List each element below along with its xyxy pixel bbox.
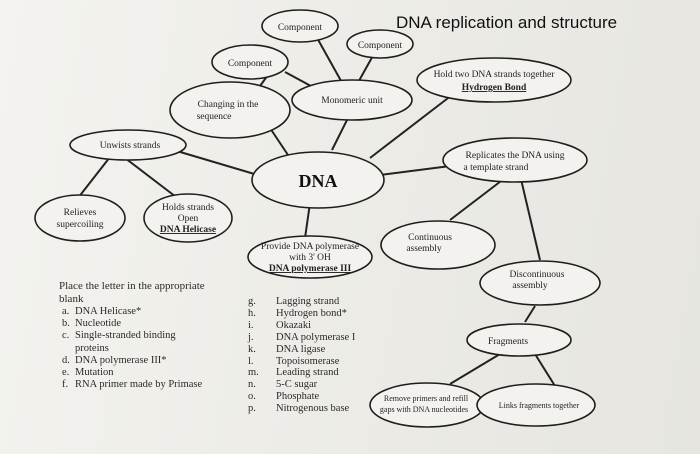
option-item: e.Mutation: [62, 367, 114, 379]
line-unwists-relieves: [77, 156, 111, 199]
node-changing-sequence: [169, 81, 291, 139]
label-holds-line-3: DNA Helicase: [160, 225, 216, 235]
option-item: b.Nucleotide: [62, 318, 122, 330]
option-item: a.DNA Helicase*: [62, 306, 142, 317]
label-component-right: Component: [358, 41, 403, 51]
label-hold-line-2: Hydrogen Bond: [462, 83, 527, 93]
term-item: h.Hydrogen bond*: [248, 307, 347, 319]
label-discontinuous-line-1: Discontinuous: [510, 270, 565, 280]
line-fragments-remove: [449, 353, 501, 385]
line-replicates-continuous: [449, 177, 506, 221]
label-component-left: Component: [228, 59, 273, 69]
term-item: k.DNA ligase: [248, 343, 326, 355]
term-list: g.Lagging strand h.Hydrogen bond* i.Okaz…: [248, 296, 388, 415]
instructions-line-1: Place the letter in the appropriate: [59, 280, 205, 292]
node-component-right: [346, 29, 414, 59]
label-relieves-line-1: Relieves: [64, 208, 97, 218]
label-unwists: Unwists strands: [100, 141, 161, 151]
label-changing-line-1: Changing in the: [198, 100, 259, 110]
label-remove-line-1: Remove primers and refill: [384, 394, 469, 403]
label-replicates-line-1: Replicates the DNA using: [466, 151, 565, 161]
label-dna: DNA: [299, 171, 338, 191]
line-component-top-monomeric: [315, 35, 346, 89]
label-replicates-line-2: a template strand: [464, 163, 529, 173]
connector-lines: [77, 35, 556, 387]
node-unwists-strands: [69, 129, 187, 161]
node-monomeric-unit: [291, 79, 413, 121]
node-discontinuous: [479, 260, 601, 306]
label-provide-line-2: with 3' OH: [289, 253, 331, 263]
term-item: m.Leading strand: [248, 367, 339, 379]
node-links-fragments: [476, 383, 596, 427]
node-hold-strands: [416, 57, 572, 103]
instructions-line-2: blank: [59, 293, 84, 305]
line-discontinuous-fragments: [524, 305, 536, 323]
label-fragments: Fragments: [488, 337, 528, 347]
option-item: c.Single-stranded binding: [62, 330, 176, 342]
label-links-fragments: Links fragments together: [499, 401, 580, 410]
option-item: d.DNA polymerase III*: [62, 354, 167, 366]
node-dna: [251, 151, 385, 209]
label-continuous-line-1: Continuous: [408, 233, 452, 243]
option-item-continued: proteins: [75, 342, 109, 354]
line-replicates-discontinuous: [519, 174, 541, 261]
node-continuous: [380, 220, 496, 270]
option-item: f.RNA primer made by Primase: [62, 379, 203, 391]
node-component-top: [261, 9, 339, 43]
node-replicates: [442, 137, 588, 183]
node-holds-open: [143, 193, 233, 243]
node-relieves: [34, 194, 126, 242]
answer-options-list: a.DNA Helicase* b.Nucleotide c.Single-st…: [62, 306, 242, 391]
label-component-top: Component: [278, 23, 323, 33]
line-fragments-links: [534, 353, 556, 387]
label-provide-line-1: Provide DNA polymerase: [261, 242, 359, 252]
line-unwists-holds: [124, 157, 181, 201]
term-item: i.Okazaki: [248, 319, 311, 331]
node-fragments: [466, 323, 572, 357]
term-item: l.Topoisomerase: [248, 355, 340, 367]
page-title: DNA replication and structure: [396, 13, 617, 32]
line-hold-dna: [369, 94, 453, 159]
term-item: n.5-C sugar: [248, 379, 318, 391]
term-item: p.Nitrogenous base: [248, 403, 350, 415]
term-item: g.Lagging strand: [248, 296, 340, 307]
label-monomeric-unit: Monomeric unit: [321, 96, 383, 106]
term-item: j.DNA polymerase I: [248, 331, 356, 343]
label-remove-line-2: gaps with DNA nucleotides: [380, 405, 468, 414]
label-changing-line-2: sequence: [197, 112, 232, 122]
label-holds-line-2: Open: [178, 214, 199, 224]
label-discontinuous-line-2: assembly: [512, 281, 548, 291]
instructions: Place the letter in the appropriate blan…: [59, 280, 239, 306]
label-continuous-line-2: assembly: [406, 244, 442, 254]
label-holds-line-1: Holds strands: [162, 203, 214, 213]
line-dna-provide: [304, 202, 311, 239]
label-relieves-line-2: supercoiling: [57, 220, 104, 230]
term-item: o.Phosphate: [248, 391, 320, 403]
label-provide-line-3: DNA polymerase III: [269, 264, 352, 274]
node-component-left: [211, 44, 289, 80]
line-dna-replicates: [379, 164, 459, 176]
label-hold-line-1: Hold two DNA strands together: [434, 70, 556, 80]
node-provide-dna-polymerase: [247, 235, 373, 279]
concept-nodes: [34, 9, 601, 428]
line-changing-dna: [269, 127, 291, 159]
